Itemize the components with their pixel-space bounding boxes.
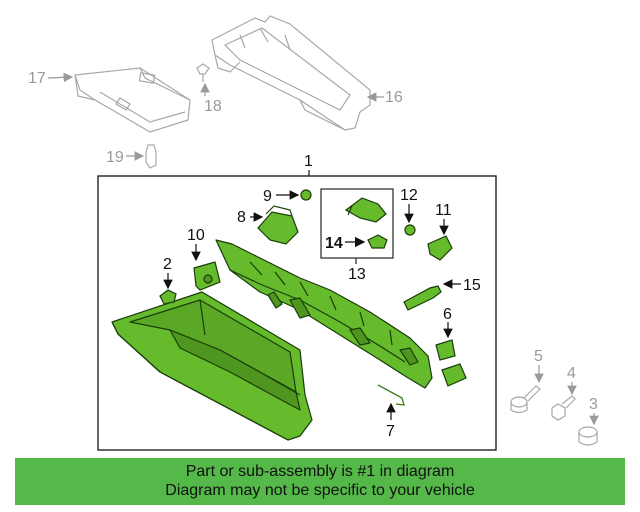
callout-3: 3 [589, 396, 598, 413]
part-16-bracket [211, 15, 371, 131]
banner-line-2: Diagram may not be specific to your vehi… [165, 482, 475, 499]
part-17-bin [74, 67, 191, 133]
subassembly-13-box [320, 188, 394, 259]
callout-16: 16 [385, 89, 403, 106]
part-3-nut [578, 426, 598, 446]
banner-line-1: Part or sub-assembly is #1 in diagram [185, 463, 455, 480]
callout-5: 5 [534, 348, 543, 365]
grey-callouts: 17 18 16 19 [28, 70, 403, 166]
callout-9: 9 [263, 188, 272, 205]
callout-4: 4 [567, 365, 576, 382]
part-19-pin [145, 144, 157, 169]
callout-11: 11 [435, 202, 452, 219]
part-4-nut [551, 395, 576, 421]
callout-14: 14 [325, 235, 343, 252]
part-15-rod [403, 285, 442, 311]
callout-1-group: 1 [304, 153, 313, 176]
part-6-bracket [435, 339, 456, 361]
part-12-screw [404, 224, 416, 236]
part-9-screw [300, 189, 312, 201]
callout-12: 12 [400, 187, 418, 204]
callout-8: 8 [237, 209, 246, 226]
callout-7: 7 [386, 423, 395, 440]
callout-1: 1 [304, 153, 313, 170]
part-18-clip [196, 63, 210, 82]
callout-19: 19 [106, 149, 124, 166]
callout-18: 18 [204, 98, 222, 115]
black-callouts: 9 8 10 2 14 12 11 15 6 7 [163, 187, 481, 440]
assembly-frame [97, 175, 497, 451]
part-11-striker [427, 235, 453, 261]
part-2-bumper [159, 289, 177, 305]
callout-2: 2 [163, 256, 172, 273]
callout-10: 10 [187, 227, 205, 244]
part-glove-box [111, 291, 313, 441]
part-stop-bracket [441, 363, 467, 387]
grey-callouts-right: 5 4 3 [534, 348, 599, 426]
part-7-rod [377, 384, 405, 406]
part-10-latch [193, 261, 221, 291]
part-13-damper [344, 197, 387, 223]
diagram-note-banner: Part or sub-assembly is #1 in diagram Di… [15, 458, 625, 505]
callout-17: 17 [28, 70, 46, 87]
callout-13: 13 [348, 266, 366, 283]
callout-15: 15 [463, 277, 481, 294]
part-8-hinge [257, 205, 299, 245]
part-5-bolt [510, 385, 541, 414]
part-glove-box-door [215, 239, 433, 389]
callout-6: 6 [443, 306, 452, 323]
part-14-clip [367, 234, 388, 249]
